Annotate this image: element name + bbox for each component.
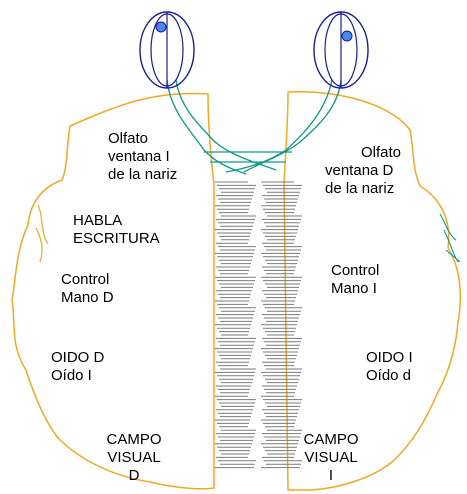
left-ear-label: OIDO D Oído I	[51, 349, 104, 385]
left-eye	[140, 12, 194, 88]
left-hemisphere-fold	[36, 205, 48, 262]
right-hemisphere-fold	[440, 214, 460, 262]
left-hand-control-label: Control Mano D	[61, 271, 114, 307]
right-hand-control-label: Control Mano I	[331, 262, 379, 298]
right-visual-field-label: CAMPO VISUAL I	[303, 431, 358, 485]
right-smell-label: Olfato ventana D de la nariz	[325, 144, 401, 198]
right-eye	[314, 12, 368, 88]
corpus-callosum	[215, 182, 302, 468]
left-visual-field-label: CAMPO VISUAL D	[106, 431, 161, 485]
right-ear-label: OIDO I Oído d	[366, 349, 413, 385]
left-pupil	[156, 22, 166, 32]
left-smell-label: Olfato ventana I de la nariz	[108, 130, 177, 184]
speech-writing-label: HABLA ESCRITURA	[73, 212, 160, 248]
right-pupil	[342, 31, 352, 41]
